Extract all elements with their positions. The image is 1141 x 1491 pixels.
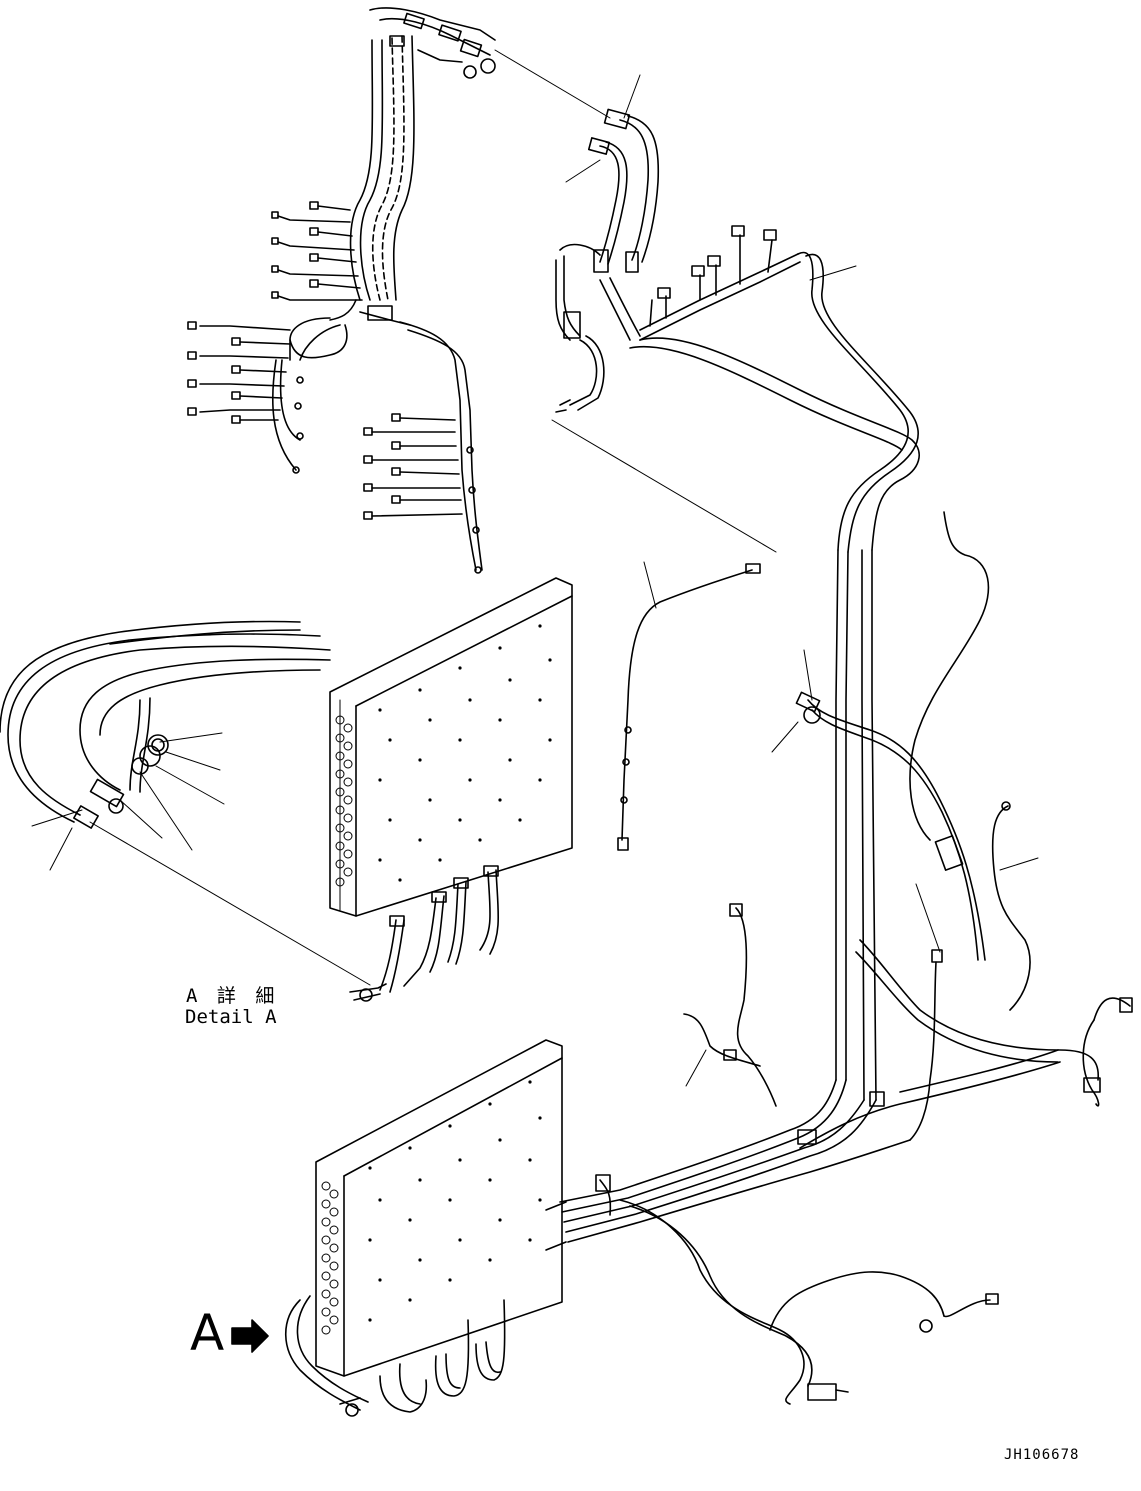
upper-left-harness [187, 7, 496, 574]
right-descending-harness [771, 511, 1133, 1141]
view-letter-label: A [190, 1304, 225, 1362]
view-arrow-icon [231, 1319, 269, 1353]
lower-control-panel [284, 1039, 567, 1417]
main-lower-bundle [559, 903, 1061, 1405]
detail-a-label-en: Detail A [185, 1006, 277, 1028]
detail-a-harness [0, 620, 371, 986]
middle-wire [617, 563, 761, 851]
drawing-code: JH106678 [1004, 1447, 1080, 1463]
detail-a-control-panel [329, 577, 573, 1002]
detail-a-label-jp: A 詳 細 [186, 985, 279, 1007]
upper-right-harness [555, 108, 920, 1101]
